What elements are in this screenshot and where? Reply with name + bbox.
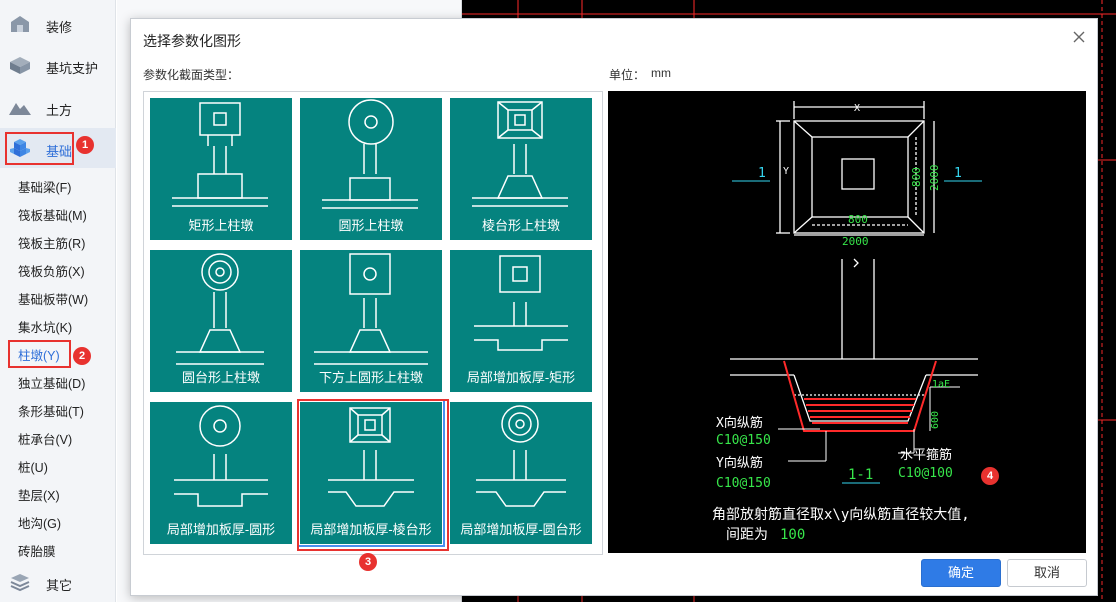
dim-lae-label: 1aE	[932, 379, 950, 390]
shape-tile-local-thick-circle[interactable]: 局部增加板厚-圆形	[150, 402, 292, 544]
shape-tile-label: 局部增加板厚-矩形	[466, 370, 576, 385]
shape-tile-label: 下方上圆形上柱墩	[318, 370, 423, 385]
shape-tile-frustum-upper-pier[interactable]: 圆台形上柱墩	[150, 250, 292, 392]
sidebar-cat-label: 其它	[46, 578, 73, 593]
dim-600-label: 600	[930, 411, 941, 429]
section-title: 1-1	[848, 467, 873, 483]
shape-tile-square-circle-upper-pier[interactable]: 下方上圆形上柱墩	[300, 250, 442, 392]
dim-2000-horizontal: 2000	[842, 235, 869, 248]
foundation-icon	[10, 139, 30, 157]
rect-pier-icon	[172, 102, 268, 207]
note-line-1: 角部放射筋直径取x\y向纵筋直径较大值,	[712, 506, 970, 523]
sidebar-cat-label: 装修	[46, 20, 73, 35]
shape-tile-label: 矩形上柱墩	[188, 218, 254, 233]
annotation-box-column-pier	[8, 340, 71, 368]
section-type-label: 参数化截面类型：	[143, 68, 240, 82]
sidebar-item-brick-mold[interactable]: 砖胎膜	[18, 545, 56, 559]
unit-label: 单位：	[609, 68, 646, 82]
cancel-button[interactable]: 取消	[1007, 559, 1087, 587]
x-bar-value: C10@150	[716, 433, 771, 448]
left-sidebar: 装修 基坑支护 土方 基础 1 基础梁(F) 筏板基础(M) 筏板主筋(R) 筏…	[0, 0, 116, 602]
sidebar-cat-label: 基坑支护	[46, 61, 99, 76]
shape-tile-label: 局部增加板厚-圆形	[166, 522, 276, 537]
shape-tile-label: 圆形上柱墩	[338, 218, 404, 233]
sidebar-item-foundation-strip[interactable]: 基础板带(W)	[18, 293, 89, 307]
y-bar-label: Y向纵筋	[716, 455, 763, 471]
section-mark-left: 1	[758, 166, 766, 181]
note-value: 100	[780, 527, 805, 543]
annotation-badge-4: 4	[981, 467, 999, 485]
shape-tile-local-thick-frustum[interactable]: 局部增加板厚-圆台形	[450, 402, 592, 544]
shape-preview: X Y 800 2000 800 2000 1 1 1aE 600 X向纵筋 C…	[608, 91, 1086, 553]
sidebar-item-raft-negative-rebar[interactable]: 筏板负筋(X)	[18, 265, 85, 279]
close-icon[interactable]	[1071, 29, 1087, 45]
y-bar-value: C10@150	[716, 476, 771, 491]
select-parametric-shape-dialog: 选择参数化图形 参数化截面类型： 单位： mm 矩形上柱墩	[130, 18, 1098, 596]
local-thick-frustum-icon	[476, 405, 566, 507]
pit-support-icon	[10, 57, 30, 74]
local-thick-prism-icon	[328, 407, 414, 507]
shape-tile-label: 局部增加板厚-棱台形	[310, 522, 432, 537]
dim-800-vertical: 800	[910, 167, 923, 187]
sidebar-cat-earthwork[interactable]: 土方	[0, 87, 116, 127]
sidebar-cat-other[interactable]: 其它	[0, 562, 116, 602]
sidebar-cat-pit-support[interactable]: 基坑支护	[0, 45, 116, 85]
x-bar-label: X向纵筋	[716, 415, 763, 431]
decoration-icon	[11, 16, 29, 32]
preview-drawing: X Y 800 2000 800 2000 1 1 1aE 600 X向纵筋 C…	[712, 101, 982, 543]
sidebar-item-raft-foundation[interactable]: 筏板基础(M)	[18, 209, 87, 223]
sidebar-item-column-pier[interactable]: 柱墩(Y)	[18, 349, 60, 363]
unit-value: mm	[651, 66, 671, 80]
sidebar-cat-decoration[interactable]: 装修	[0, 4, 116, 44]
shape-tile-prism-upper-pier[interactable]: 棱台形上柱墩	[450, 98, 592, 240]
sidebar-item-trench[interactable]: 地沟(G)	[18, 517, 62, 531]
sidebar-cat-label: 土方	[46, 103, 73, 118]
shape-tile-local-thick-prism[interactable]: 局部增加板厚-棱台形	[297, 399, 445, 547]
circle-pier-icon	[322, 99, 418, 209]
annotation-box-selected-shape	[297, 399, 449, 551]
annotation-badge-1: 1	[76, 136, 94, 154]
shape-tile-label: 局部增加板厚-圆台形	[460, 522, 582, 537]
section-mark-right: 1	[954, 166, 962, 181]
dim-800-horizontal: 800	[848, 213, 868, 226]
shape-tile-label: 圆台形上柱墩	[181, 370, 260, 385]
sidebar-item-raft-main-rebar[interactable]: 筏板主筋(R)	[18, 237, 86, 251]
dialog-title: 选择参数化图形	[143, 33, 241, 49]
prism-pier-icon	[472, 101, 568, 207]
local-thick-circle-icon	[174, 405, 268, 507]
local-thick-rect-icon	[474, 255, 568, 351]
dim-y-label: Y	[783, 166, 789, 177]
sidebar-cat-label: 基础	[46, 144, 73, 159]
note-line-2: 间距为	[726, 527, 768, 543]
frustum-pier-icon	[176, 253, 264, 365]
other-icon	[10, 574, 30, 592]
sidebar-item-cushion[interactable]: 垫层(X)	[18, 489, 60, 503]
sidebar-item-pile[interactable]: 桩(U)	[18, 461, 48, 475]
earthwork-icon	[9, 103, 31, 115]
hoop-value: C10@100	[898, 466, 953, 481]
annotation-box-foundation	[5, 132, 74, 165]
sidebar-item-foundation-beam[interactable]: 基础梁(F)	[18, 181, 72, 195]
sidebar-item-sump-pit[interactable]: 集水坑(K)	[18, 321, 73, 335]
dim-x-label: X	[854, 103, 860, 114]
square-circle-pier-icon	[314, 253, 428, 365]
shape-tile-label: 棱台形上柱墩	[481, 218, 560, 233]
annotation-badge-2: 2	[73, 347, 91, 365]
sidebar-item-isolated-foundation[interactable]: 独立基础(D)	[18, 377, 86, 391]
sidebar-cat-foundation[interactable]: 基础	[0, 128, 116, 168]
sidebar-item-pile-cap[interactable]: 桩承台(V)	[18, 433, 73, 447]
dim-2000-vertical: 2000	[928, 165, 941, 192]
hoop-label: 水平箍筋	[900, 447, 952, 463]
shape-grid: 矩形上柱墩 圆形上柱墩	[143, 91, 603, 555]
annotation-badge-3: 3	[359, 553, 377, 571]
confirm-button[interactable]: 确定	[921, 559, 1001, 587]
shape-tile-circle-upper-pier[interactable]: 圆形上柱墩	[300, 98, 442, 240]
sidebar-item-strip-foundation[interactable]: 条形基础(T)	[18, 405, 84, 419]
shape-tile-local-thick-rect[interactable]: 局部增加板厚-矩形	[450, 250, 592, 392]
shape-tile-rect-upper-pier[interactable]: 矩形上柱墩	[150, 98, 292, 240]
